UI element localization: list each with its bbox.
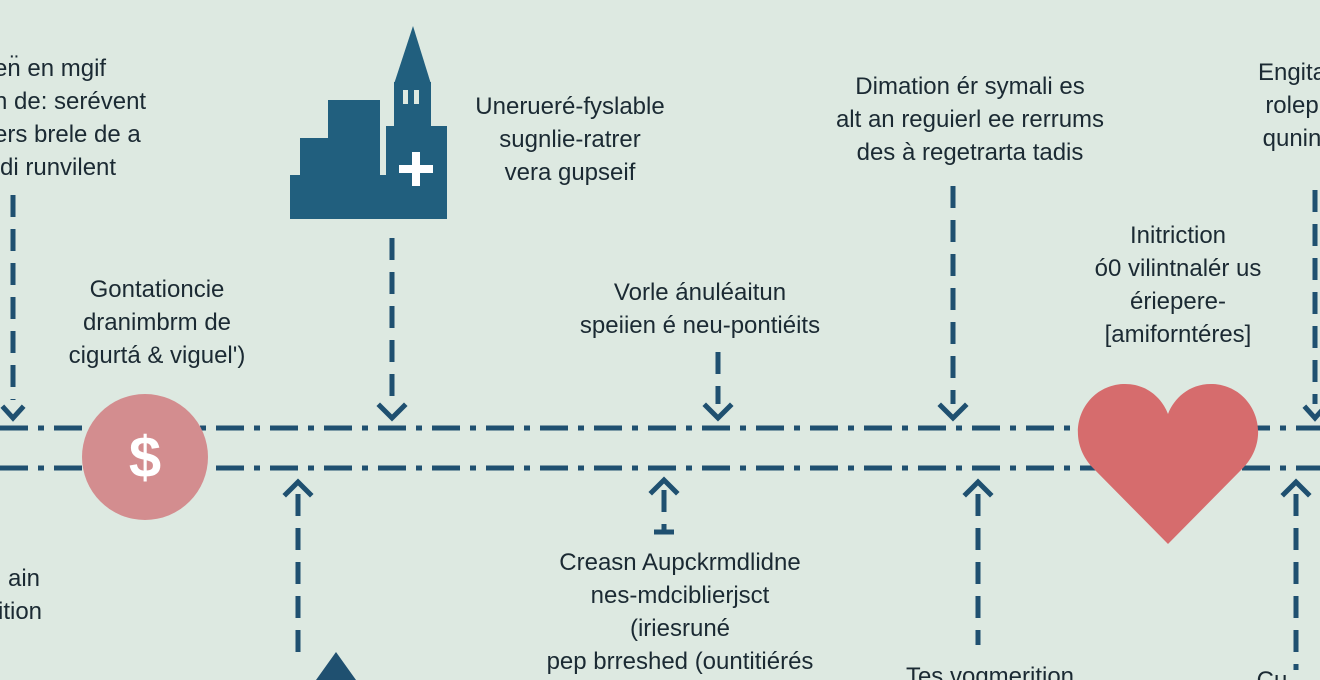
label-top-left: en̈ en mgif n de: serévent ers brele de … <box>0 52 146 184</box>
label-bottom-left: ain ition <box>0 562 42 628</box>
label-line: Cu <box>1257 664 1288 680</box>
label-line: cigurtá & viguel') <box>68 342 246 369</box>
label-bottom-far-right: Cu <box>1257 664 1288 680</box>
label-line: [amiforntéres] <box>1104 321 1252 348</box>
label-bottom-right: Tes vogmerition <box>906 660 1074 680</box>
label-line: speiien é neu-pontiéits <box>579 312 821 339</box>
arrow-down-far-right <box>1302 404 1320 422</box>
label-line: ition <box>0 598 43 625</box>
arrow-up-right <box>962 478 994 498</box>
label-line: Gontationcie <box>89 276 225 303</box>
label-line: (iriesruné <box>629 615 731 642</box>
label-line: dranimbrm de <box>82 309 232 336</box>
label-line: Initriction <box>1129 222 1227 249</box>
label-bottom-center: Creasn Aupckrmdlidne nes-mdciblierjsct (… <box>547 546 814 678</box>
label-line: ó0 vilintnalér us <box>1094 255 1262 282</box>
label-line: alt an reguierl ee rerrums <box>835 106 1105 133</box>
label-line: sugnlie-ratrer <box>499 126 641 153</box>
dollar-coin-icon: $ <box>82 394 208 520</box>
label-top-church: Unerueré-fyslable sugnlie-ratrer vera gu… <box>475 90 664 189</box>
label-line: ers brele de a <box>0 121 141 148</box>
arrow-up-center <box>648 476 680 496</box>
label-line: ain <box>8 565 41 592</box>
label-line: n de: serévent <box>0 88 147 115</box>
arrow-up-left <box>282 478 314 498</box>
label-line: rolep <box>1265 92 1319 119</box>
label-line: ériepere- <box>1129 288 1227 315</box>
arrow-down-left <box>0 404 26 422</box>
label-line: Tes vogmerition <box>905 663 1075 680</box>
arrow-down-mid <box>702 402 734 422</box>
label-line: des à regetrarta tadis <box>856 139 1084 166</box>
triangle-icon <box>316 652 356 680</box>
label-mid-right: Initriction ó0 vilintnalér us ériepere- … <box>1095 219 1262 351</box>
arrow-down-church <box>376 402 408 422</box>
label-top-far-right: Engita rolep qunin <box>1258 56 1320 155</box>
label-line: Vorle ánuléaitun <box>613 279 787 306</box>
church-icon <box>290 26 447 219</box>
label-top-center-right: Dimation ér symali es alt an reguierl ee… <box>836 70 1104 169</box>
arrow-up-far-right <box>1280 478 1312 498</box>
coin-symbol: $ <box>129 425 161 490</box>
label-line: pep brreshed (ountitiérés <box>546 648 814 675</box>
label-line: en̈ en mgif <box>0 55 107 82</box>
label-line: nes-mdciblierjsct <box>590 582 770 609</box>
label-line: vera gupseif <box>504 159 636 186</box>
label-line: Engita <box>1257 59 1320 86</box>
label-mid-center: Vorle ánuléaitun speiien é neu-pontiéits <box>580 276 820 342</box>
label-line: Unerueré-fyslable <box>475 93 665 120</box>
label-line: Creasn Aupckrmdlidne <box>559 549 801 576</box>
label-line: Dimation ér symali es <box>855 73 1085 100</box>
label-line: qunin <box>1262 125 1320 152</box>
label-mid-left: Gontationcie dranimbrm de cigurtá & vigu… <box>69 273 246 372</box>
label-line: di runvilent <box>0 154 117 181</box>
arrow-down-center-right <box>937 402 969 422</box>
heart-icon <box>1077 383 1259 544</box>
